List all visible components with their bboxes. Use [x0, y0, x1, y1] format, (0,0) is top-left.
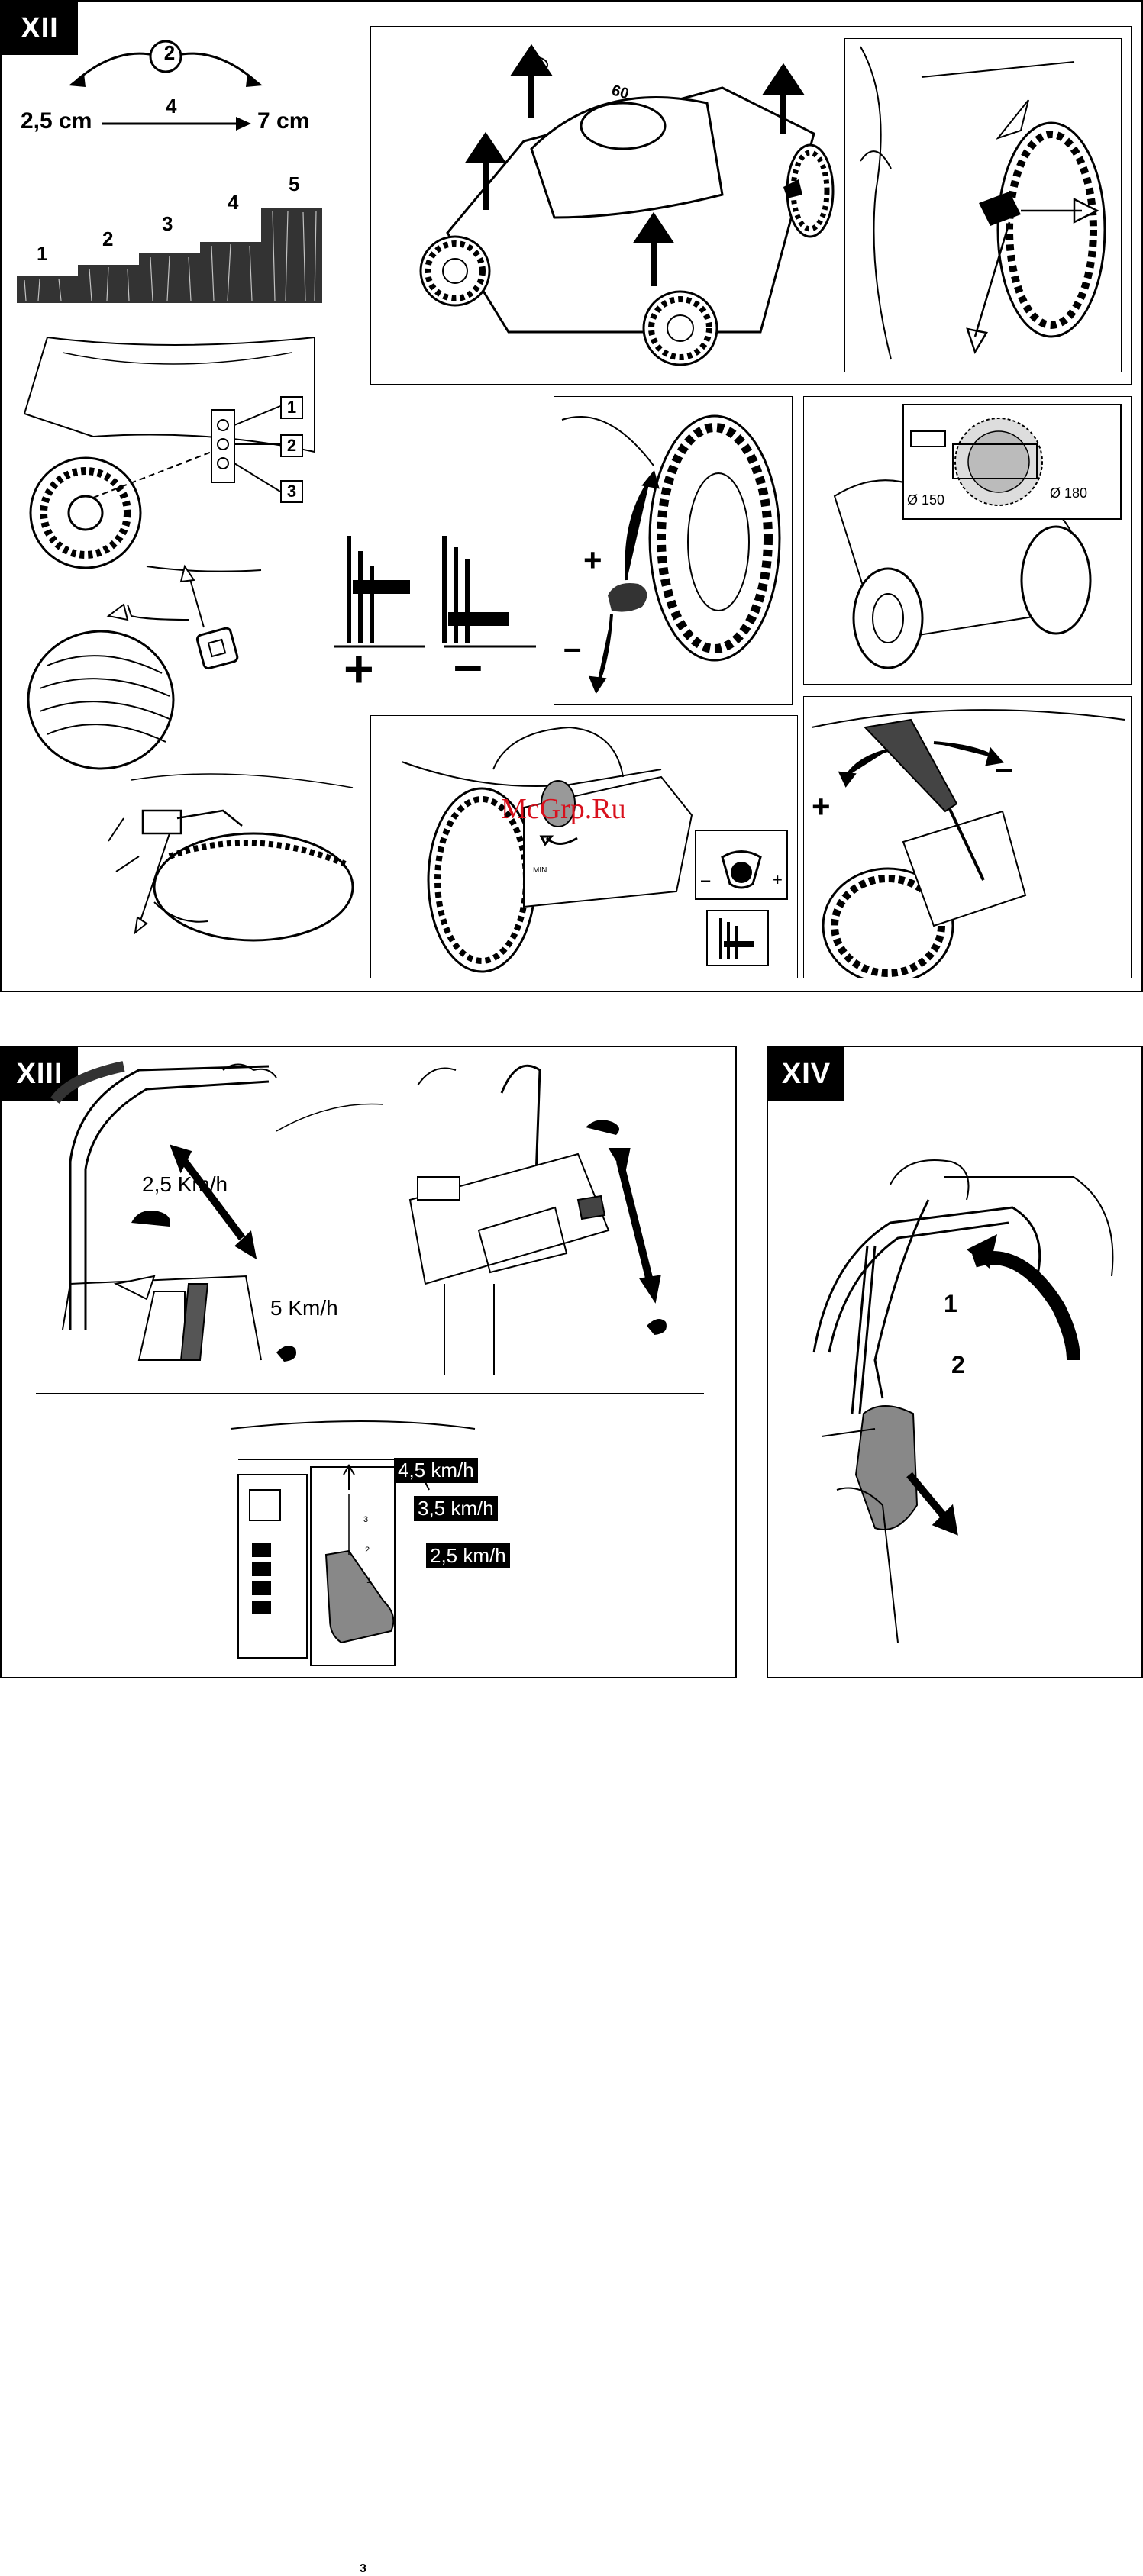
- height-knob-drawing: [371, 716, 798, 978]
- section-xiii: XIII 2,5 Km/h 5 Km/h: [0, 1046, 737, 1678]
- central-lever-drawing: [804, 697, 1132, 978]
- range-arrow-icon: [102, 116, 255, 131]
- knob-minus: –: [701, 870, 710, 890]
- axle-position-1: 1: [280, 396, 303, 419]
- positions-count: 4: [166, 95, 176, 118]
- handle-brake-drawing: [783, 1108, 1135, 1658]
- min-height-label: 2,5 cm: [21, 108, 92, 134]
- speed-lever-left-drawing: [24, 1055, 391, 1375]
- scale-3: 3: [360, 2562, 366, 2576]
- section-xiv-tag: XIV: [768, 1047, 844, 1101]
- grass-heights-icon: [17, 200, 322, 307]
- axle-position-3: 3: [280, 480, 303, 503]
- wheel-axle-diagram: [17, 322, 322, 582]
- mower-lift-points-panel: 60: [370, 26, 1132, 385]
- rear-wheel-detail-panel: [844, 38, 1122, 372]
- wheel-diameter-drawing: [804, 397, 1132, 685]
- rear-wheel-detail-drawing: [845, 39, 1122, 372]
- callout-1: 1: [944, 1290, 957, 1318]
- central-lever-plus: +: [812, 788, 831, 825]
- low-speed-label: 2,5 km/h: [426, 1543, 510, 1568]
- diameter-small: Ø 150: [907, 492, 944, 508]
- slow-speed-label: 2,5 Km/h: [142, 1172, 228, 1197]
- mid-speed-label: 3,5 km/h: [414, 1496, 498, 1521]
- diameter-large: Ø 180: [1050, 485, 1087, 501]
- max-height-label: 7 cm: [257, 108, 309, 134]
- knob-min-label: MIN: [533, 866, 547, 875]
- section-xiv: XIV 1 2: [767, 1046, 1143, 1678]
- level-5: 5: [289, 172, 299, 196]
- knob-plus: +: [773, 870, 783, 890]
- callout-2: 2: [951, 1351, 965, 1379]
- scale-mark-3: 3: [363, 1515, 368, 1524]
- speed-lever-right-drawing: [402, 1055, 723, 1375]
- axle-position-2: 2: [280, 434, 303, 457]
- scale-mark-2: 2: [365, 1546, 370, 1555]
- wheel-lever-diagram: [17, 551, 261, 780]
- xiii-divider-horizontal: [36, 1393, 704, 1394]
- step-badge: 2: [158, 41, 181, 65]
- height-knob-panel: MIN – +: [370, 715, 798, 978]
- wheel-diameter-panel: Ø 150 Ø 180: [803, 396, 1132, 685]
- scale-mark-1: 1: [366, 1576, 371, 1585]
- height-lever-panel: + –: [554, 396, 793, 705]
- lever-minus: –: [563, 630, 581, 666]
- central-lever-minus: –: [995, 750, 1012, 787]
- rear-wheel-lever-diagram: [108, 757, 360, 948]
- section-xii: XII 2 2,5 cm 4 7 cm 1 2 3 4 5: [0, 0, 1143, 992]
- symbol-plus: +: [344, 640, 374, 699]
- fast-speed-label: 5 Km/h: [270, 1296, 338, 1320]
- watermark: McGrp.Ru: [501, 792, 626, 826]
- lever-plus: +: [583, 542, 602, 579]
- symbol-minus: –: [454, 635, 483, 695]
- central-lever-panel: + –: [803, 696, 1132, 978]
- high-speed-label: 4,5 km/h: [394, 1458, 478, 1483]
